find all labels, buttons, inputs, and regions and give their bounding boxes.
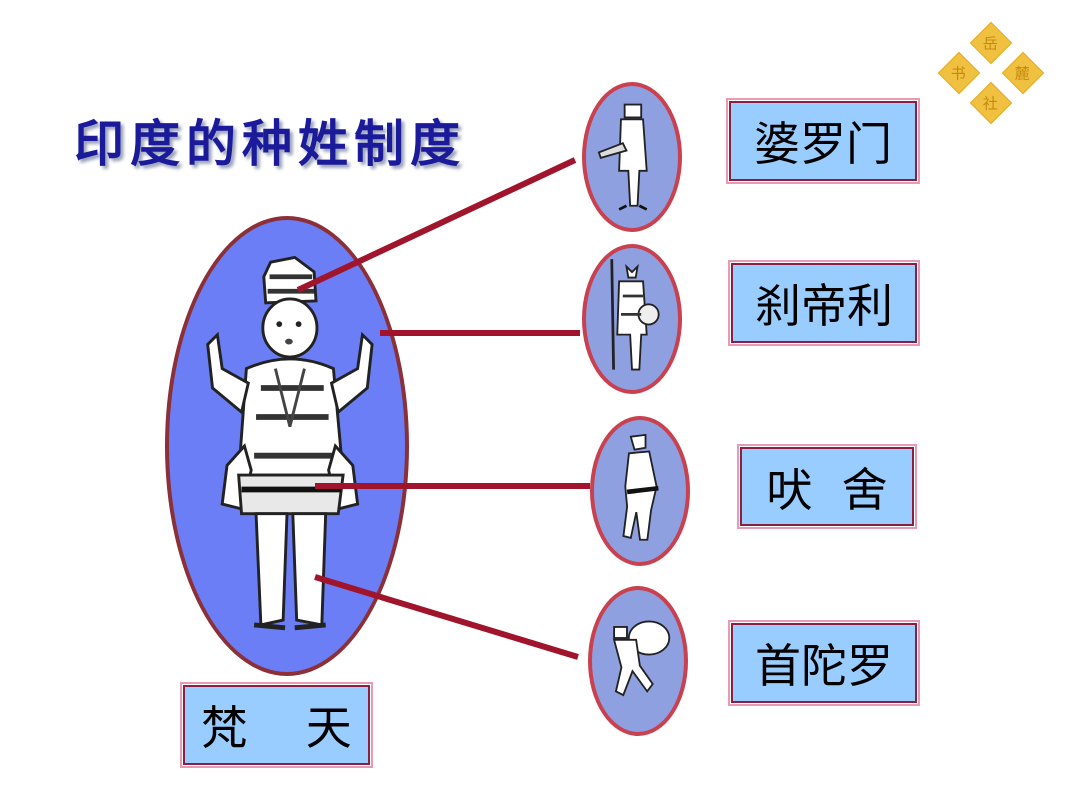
shudra-oval (588, 586, 688, 736)
priest-figure-icon (597, 103, 648, 211)
warrior-figure-icon (610, 259, 660, 371)
connector-feet-to-shudra (314, 574, 579, 660)
brahma-oval (165, 216, 409, 676)
merchant-figure-icon (622, 433, 659, 541)
label-kshatriya: 刹帝利 (728, 260, 920, 346)
brahmin-oval (582, 82, 682, 232)
label-shudra: 首陀罗 (728, 620, 920, 706)
label-brahmin: 婆罗门 (726, 98, 920, 184)
four-armed-brahma-figure-icon (206, 255, 374, 631)
laborer-figure-icon (612, 620, 671, 697)
connector-head-to-brahmin (296, 157, 577, 293)
slide-title: 印度的种姓制度 (74, 114, 466, 173)
kshatriya-oval (582, 244, 682, 394)
label-brahma: 梵 天 (180, 682, 373, 768)
label-vaishya: 吠 舍 (737, 444, 917, 529)
vaishya-oval (590, 416, 690, 566)
